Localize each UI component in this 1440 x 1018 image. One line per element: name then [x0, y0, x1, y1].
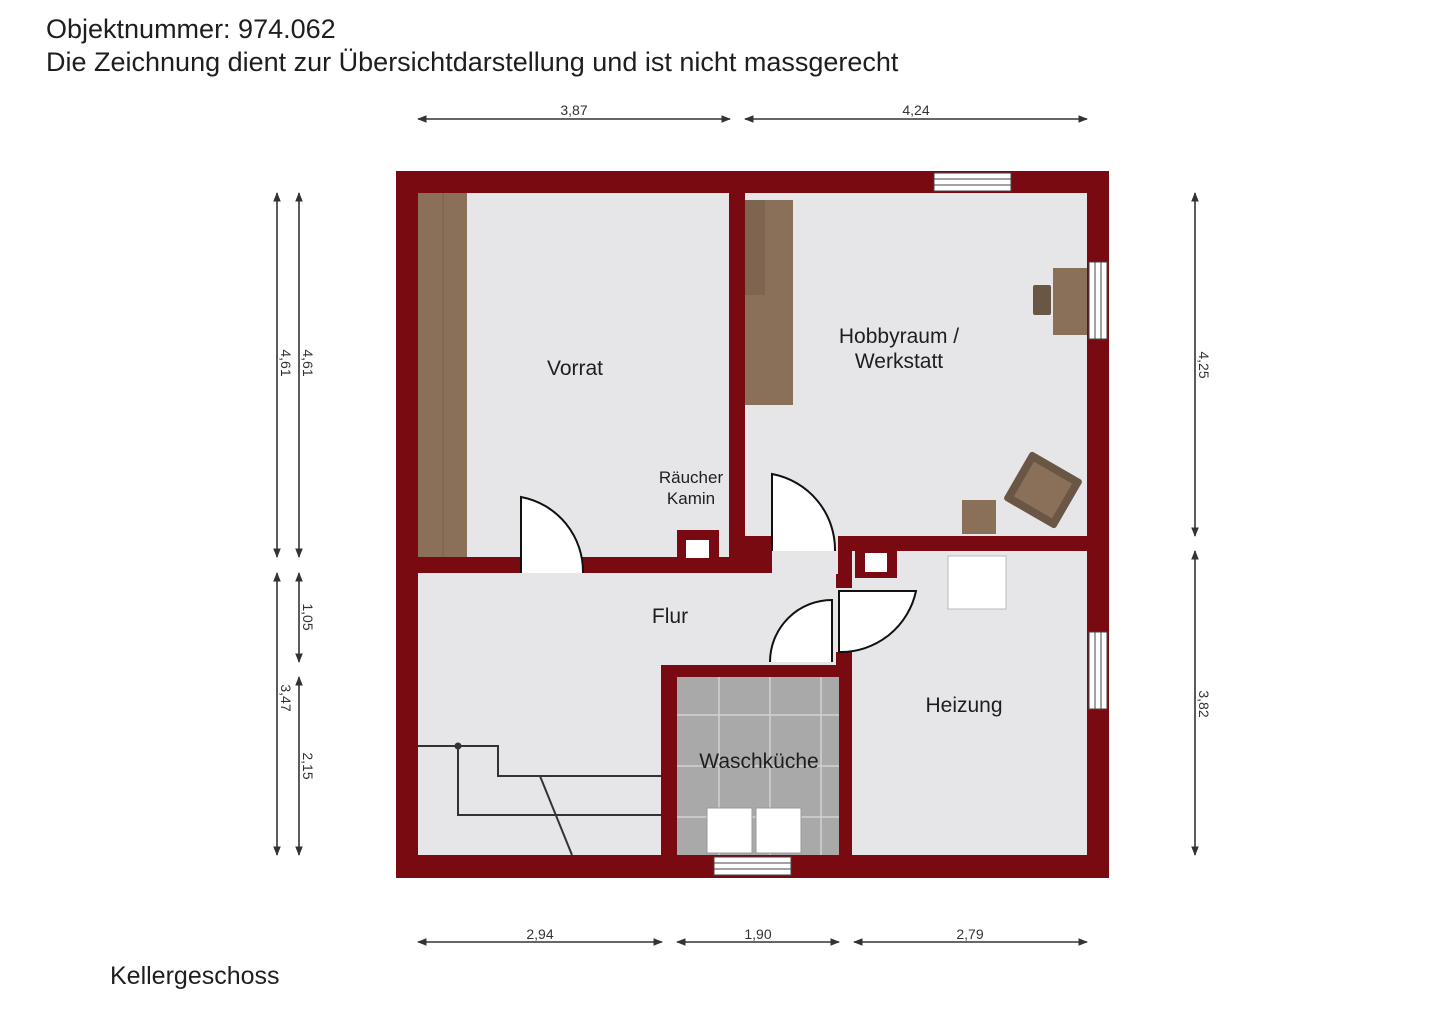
room-label-flur: Flur — [652, 605, 688, 628]
room-label-raeucher-2: Kamin — [667, 489, 715, 508]
window-top — [933, 172, 1012, 192]
armchair — [1004, 451, 1082, 529]
washing-machine — [706, 807, 753, 854]
room-label-hobbyraum-1: Hobbyraum / — [839, 325, 959, 348]
dim-left-outer-top: 4,61 — [278, 349, 294, 376]
window-bottom — [713, 856, 792, 876]
dim-bottom-mid: 1,90 — [744, 926, 771, 942]
floor-name: Kellergeschoss — [110, 962, 280, 990]
window-right-lower — [1088, 631, 1108, 710]
flur-floor-lower — [418, 665, 661, 855]
dim-left-inner-bottom: 2,15 — [300, 752, 316, 779]
staircase — [418, 742, 661, 856]
raeucher-floor — [652, 436, 729, 540]
windows — [713, 172, 1108, 876]
room-label-heizung: Heizung — [925, 694, 1002, 717]
dryer — [755, 807, 802, 854]
vorrat-shelf — [418, 193, 467, 557]
chimneys — [677, 530, 897, 578]
room-floors — [418, 193, 1087, 855]
door-vorrat — [520, 495, 585, 574]
disclaimer-text: Die Zeichnung dient zur Übersichtdarstel… — [46, 47, 899, 77]
room-label-hobbyraum-2: Werkstatt — [855, 350, 943, 373]
door-hobbyraum — [771, 472, 837, 552]
door-waschkueche — [769, 598, 833, 663]
window-right-upper — [1088, 261, 1108, 340]
dim-bottom-left: 2,94 — [526, 926, 553, 942]
dim-top-right: 4,24 — [902, 102, 929, 118]
dim-bottom-right: 2,79 — [956, 926, 983, 942]
room-label-vorrat: Vorrat — [547, 357, 603, 380]
door-heizung — [838, 590, 918, 654]
object-number: Objektnummer: 974.062 — [46, 14, 336, 44]
waschkueche-tiles — [677, 677, 839, 855]
doors — [520, 472, 918, 663]
side-table — [962, 500, 996, 534]
dim-left-outer-bottom: 3,47 — [278, 684, 294, 711]
desk — [1033, 268, 1087, 335]
dim-right-top: 4,25 — [1196, 351, 1212, 378]
dim-left-inner-mid: 1,05 — [300, 603, 316, 630]
room-label-raeucher-1: Räucher — [659, 468, 724, 487]
room-label-waschkueche: Waschküche — [699, 750, 818, 773]
dim-left-inner-top: 4,61 — [300, 349, 316, 376]
workbench — [745, 200, 793, 405]
flur-floor — [418, 573, 836, 665]
dim-right-bottom: 3,82 — [1196, 690, 1212, 717]
boiler — [947, 555, 1007, 610]
dim-top-left: 3,87 — [560, 102, 587, 118]
